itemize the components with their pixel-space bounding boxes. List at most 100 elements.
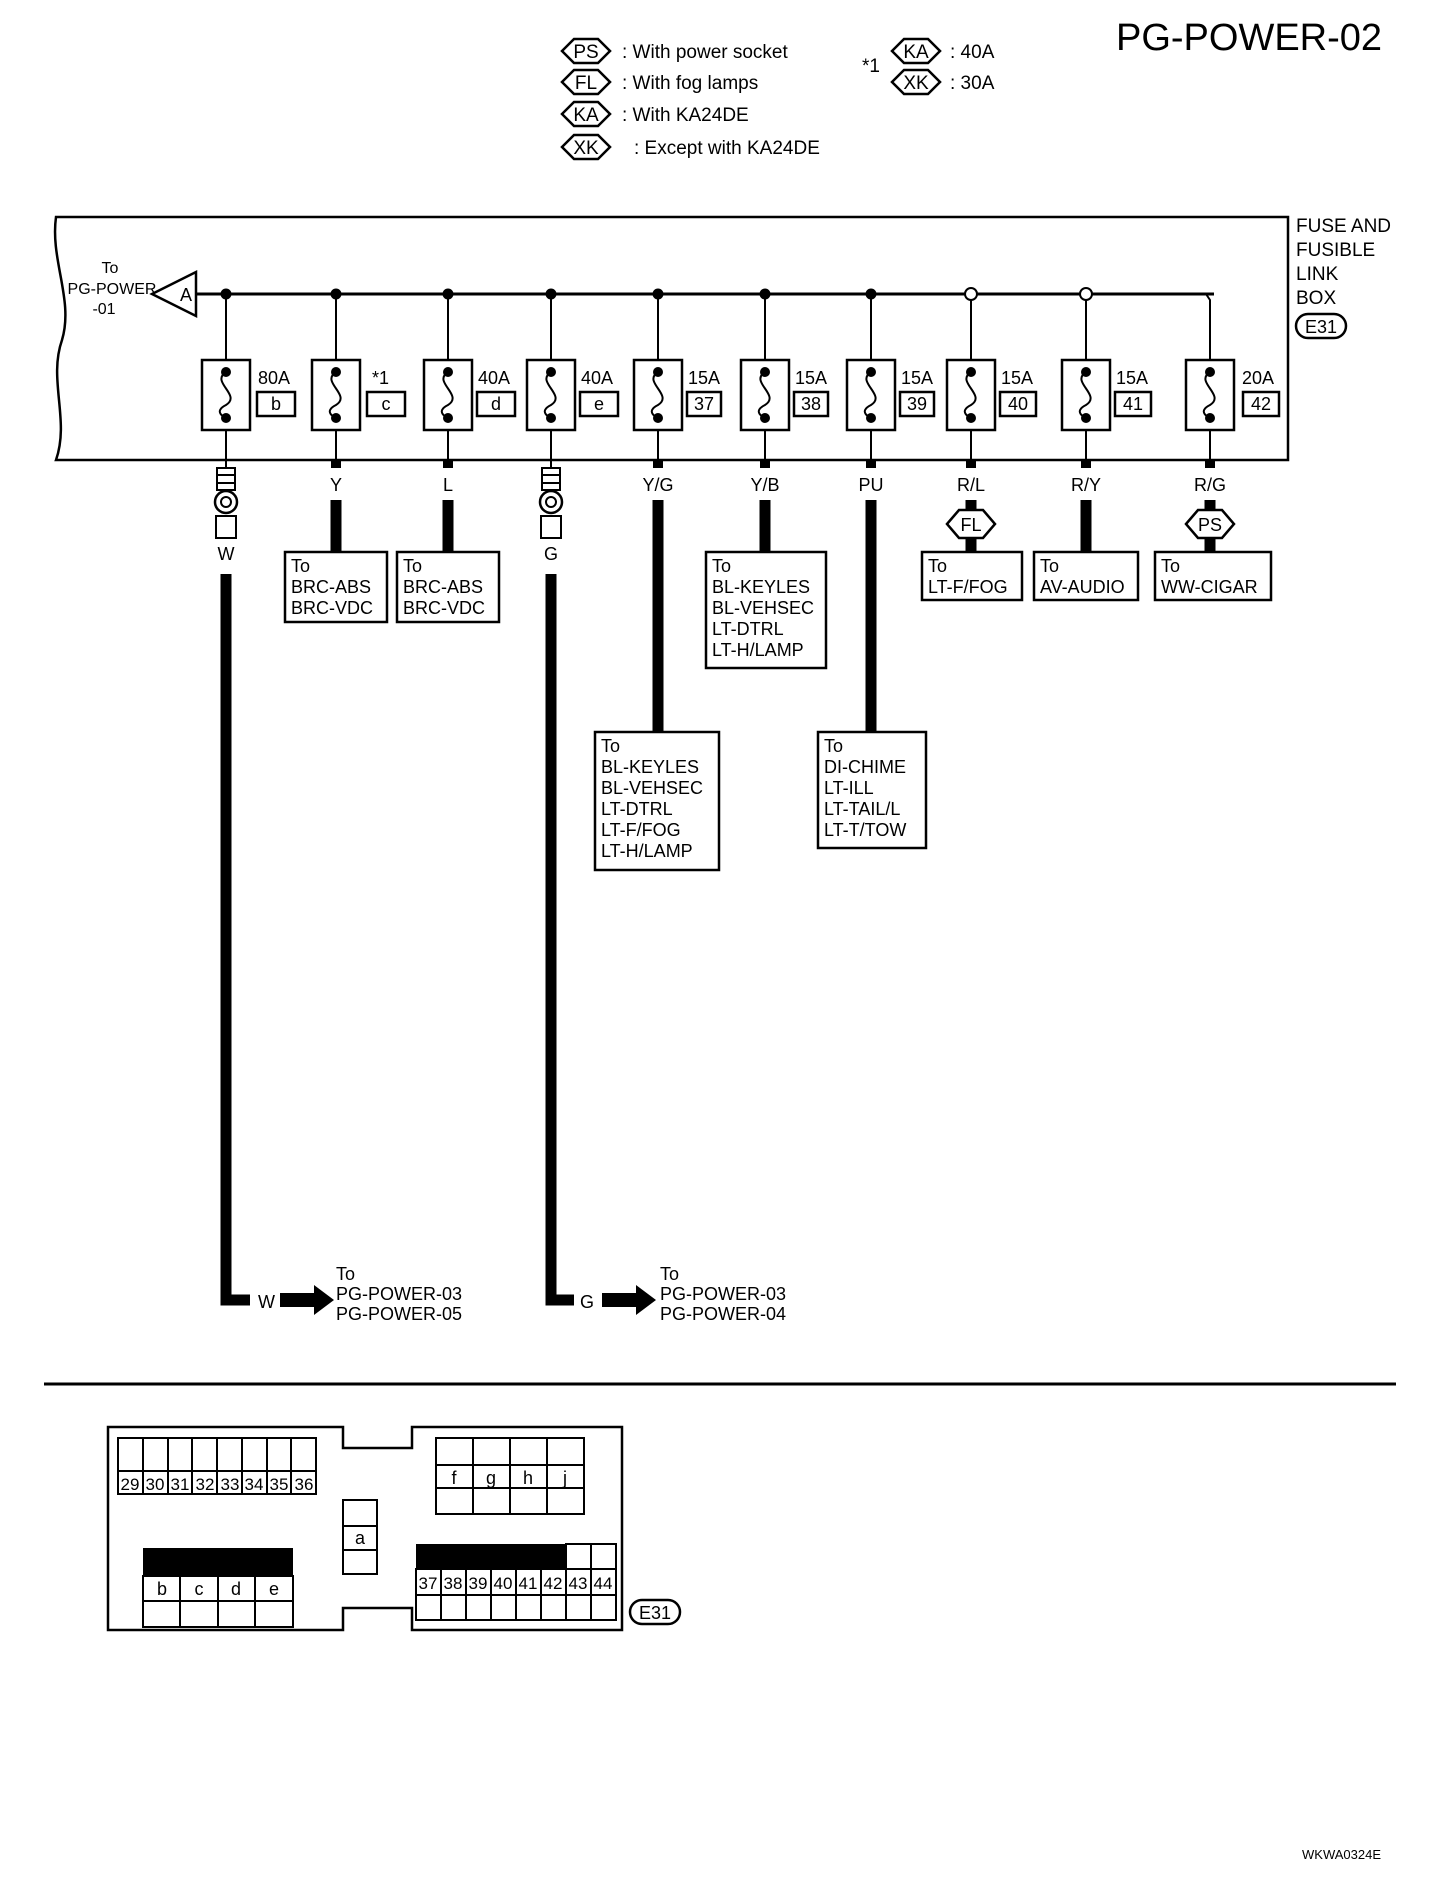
dest-f1-line-1: To (336, 1264, 355, 1284)
pin-row-b-e: b c d e (142, 1548, 294, 1628)
dest-f2-line-1: To (291, 556, 310, 576)
pin-35: 35 (270, 1475, 289, 1494)
pin-h: h (523, 1468, 533, 1488)
box-label-line-4: BOX (1296, 288, 1336, 309)
fuse-40: 15A 40 (945, 287, 1038, 460)
pin-36: 36 (295, 1475, 314, 1494)
wire-w-color: W (218, 544, 235, 564)
legend-xk-code: XK (573, 138, 599, 159)
fuse-39-terminal: 39 (907, 394, 927, 414)
dest-f6-line-4: LT-DTRL (712, 619, 784, 639)
fuse-37: 15A 37 (632, 288, 723, 460)
wire-rg-option-tag: PS (1198, 515, 1222, 535)
fuse-40-terminal: 40 (1008, 394, 1028, 414)
wire-y-b: Y/B To BL-KEYLES BL-VEHSEC LT-DTRL LT-H/… (704, 460, 828, 670)
pin-38: 38 (444, 1574, 463, 1593)
fuse-c: *1 c (310, 288, 407, 460)
fuse-box-outline (53, 215, 1290, 462)
dest-f6-line-1: To (712, 556, 731, 576)
dest-f7-line-4: LT-TAIL/L (824, 799, 900, 819)
dest-f3-line-1: To (403, 556, 422, 576)
pin-42: 42 (544, 1574, 563, 1593)
dest-f5-line-3: BL-VEHSEC (601, 778, 703, 798)
pin-c: c (195, 1579, 204, 1599)
fuse-38: 15A 38 (739, 288, 830, 460)
dest-f9-line-2: AV-AUDIO (1040, 577, 1125, 597)
dest-f3-line-3: BRC-VDC (403, 598, 485, 618)
box-label-line-3: LINK (1296, 264, 1339, 285)
dest-f5-line-1: To (601, 736, 620, 756)
pin-b: b (157, 1579, 167, 1599)
fuse-39-rating: 15A (901, 368, 933, 388)
pin-32: 32 (196, 1475, 215, 1494)
fuse-41-rating: 15A (1116, 368, 1148, 388)
fuse-38-rating: 15A (795, 368, 827, 388)
wire-yg-color: Y/G (642, 475, 673, 495)
fuse-41-terminal: 41 (1123, 394, 1143, 414)
dest-f7-line-3: LT-ILL (824, 778, 874, 798)
dest-f8-line-1: To (928, 556, 947, 576)
pin-a: a (342, 1499, 378, 1575)
dest-f10-line-1: To (1161, 556, 1180, 576)
fuse-42-terminal: 42 (1251, 394, 1271, 414)
wire-w-label-end: W (258, 1292, 275, 1312)
pin-34: 34 (245, 1475, 264, 1494)
pin-row-29-36: 29 30 31 32 33 34 35 36 (117, 1437, 317, 1495)
wire-r-y: R/Y To AV-AUDIO (1032, 460, 1140, 602)
box-connector-id: E31 (1305, 317, 1337, 337)
connector-face-e31: 29 30 31 32 33 34 35 36 f g h j a (106, 1425, 682, 1632)
note-xk-code: XK (903, 73, 929, 94)
dest-f4-line-3: PG-POWER-04 (660, 1304, 786, 1324)
dest-f7-line-5: LT-T/TOW (824, 820, 906, 840)
fuse-c-terminal: c (382, 394, 391, 414)
dest-f4-line-1: To (660, 1264, 679, 1284)
pin-29: 29 (121, 1475, 140, 1494)
note-xk-text: : 30A (950, 73, 995, 94)
legend-ka: KA : With KA24DE (560, 100, 749, 128)
note-ka-text: : 40A (950, 42, 995, 63)
dest-f8-line-2: LT-F/FOG (928, 577, 1008, 597)
fuse-b-rating: 80A (258, 368, 290, 388)
wire-w: W W To PG-POWER-03 PG-POWER-05 (213, 460, 462, 1324)
wire-rl-option-tag: FL (960, 515, 981, 535)
dest-f7-line-1: To (824, 736, 843, 756)
legend-ps-text: : With power socket (622, 42, 788, 63)
fuse-37-terminal: 37 (694, 394, 714, 414)
legend-xk-text: : Except with KA24DE (634, 138, 820, 159)
wire-l-color: L (443, 475, 453, 495)
fuse-c-rating: *1 (372, 368, 389, 388)
pin-row-f-j: f g h j (435, 1437, 585, 1515)
legend-xk: XK : Except with KA24DE (560, 133, 820, 161)
connector-face-id: E31 (639, 1603, 671, 1623)
pin-37: 37 (419, 1574, 438, 1593)
pin-a-label: a (355, 1528, 366, 1548)
dest-f6-line-3: BL-VEHSEC (712, 598, 814, 618)
wire-pu-color: PU (858, 475, 883, 495)
pin-f: f (451, 1468, 457, 1488)
dest-f5-line-5: LT-F/FOG (601, 820, 681, 840)
pin-d: d (231, 1579, 241, 1599)
pin-row-37-44: 37 38 39 40 41 42 43 44 (415, 1543, 617, 1621)
fuse-40-rating: 15A (1001, 368, 1033, 388)
dest-f1-line-2: PG-POWER-03 (336, 1284, 462, 1304)
pin-43: 43 (569, 1574, 588, 1593)
fuse-e-rating: 40A (581, 368, 613, 388)
legend-fl: FL : With fog lamps (560, 68, 758, 96)
box-label-line-2: FUSIBLE (1296, 240, 1375, 261)
source-connector-letter: A (180, 285, 192, 305)
dest-f5-line-6: LT-H/LAMP (601, 841, 693, 861)
pin-39: 39 (469, 1574, 488, 1593)
pin-40: 40 (494, 1574, 513, 1593)
dest-f9-line-1: To (1040, 556, 1059, 576)
dest-f2-line-3: BRC-VDC (291, 598, 373, 618)
wire-rg-color: R/G (1194, 475, 1226, 495)
wire-g: G G To PG-POWER-03 PG-POWER-04 (538, 460, 786, 1324)
fuse-b: 80A b (200, 288, 297, 460)
fuse-d-terminal: d (491, 394, 501, 414)
pin-e: e (269, 1579, 279, 1599)
legend-ka-text: : With KA24DE (622, 105, 749, 126)
note-mark: *1 (862, 56, 880, 77)
fuse-41: 15A 41 (1060, 287, 1153, 460)
page-title: PG-POWER-02 (1116, 17, 1382, 59)
